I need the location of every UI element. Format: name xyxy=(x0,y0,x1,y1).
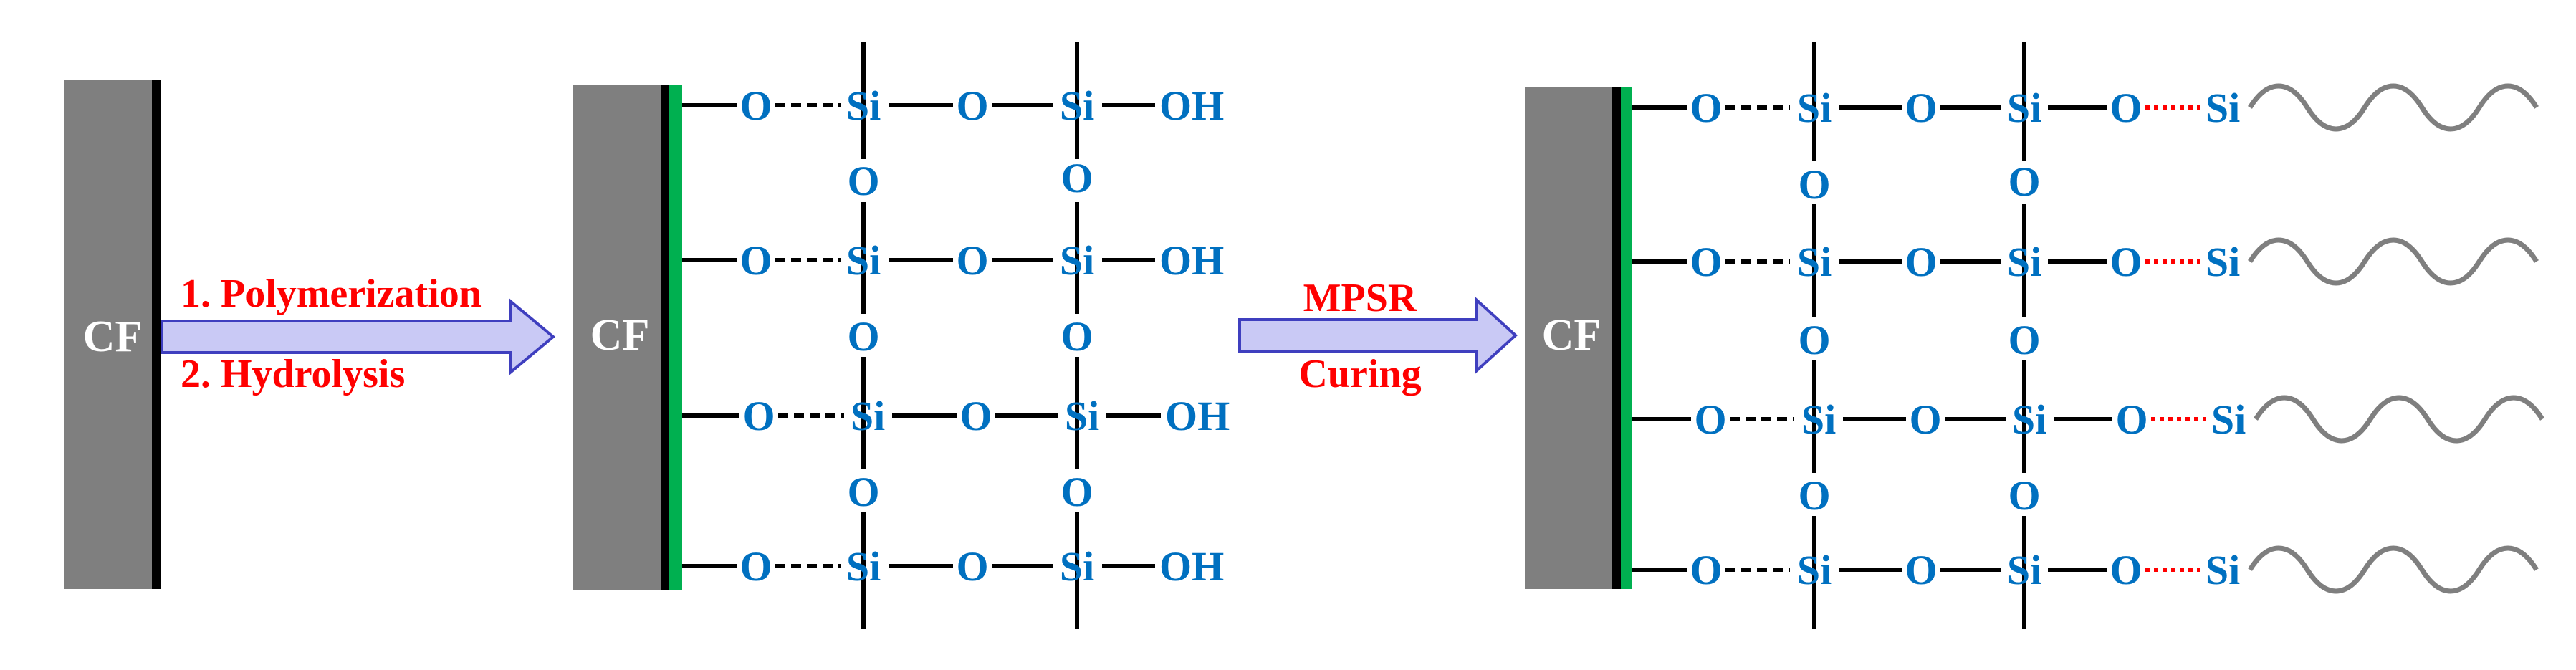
resin-silicon-atom: Si xyxy=(2206,85,2240,131)
cured-row-3: O Si O Si O Si xyxy=(1632,396,2542,443)
hydroxyl-group: OH xyxy=(1159,82,1224,129)
silicon-atom: Si xyxy=(851,393,885,439)
arrow-2: MPSR Curing xyxy=(1238,276,1518,396)
silicon-atom: Si xyxy=(2007,85,2041,131)
oxygen-atom: O xyxy=(1798,161,1830,208)
silicon-atom: Si xyxy=(1065,393,1099,439)
resin-chain xyxy=(2250,86,2537,129)
hydroxyl-group: OH xyxy=(1159,237,1224,284)
carbon-fiber-block xyxy=(64,80,156,589)
silicon-atom: Si xyxy=(846,237,881,284)
oxygen-atom: O xyxy=(847,313,879,360)
siloxane-row-2: O Si O Si OH xyxy=(682,237,1224,284)
oxygen-atom: O xyxy=(1905,85,1937,131)
arrow-1: 1. Polymerization 2. Hydrolysis xyxy=(161,272,556,396)
resin-silicon-atom: Si xyxy=(2206,547,2240,593)
silicon-atom: Si xyxy=(846,82,881,129)
carbon-fiber-block xyxy=(1525,87,1617,589)
fiber-label: CF xyxy=(1542,311,1601,360)
oxygen-atom: O xyxy=(2110,85,2142,131)
resin-chain xyxy=(2250,240,2537,283)
resin-silicon-atom: Si xyxy=(2211,396,2246,443)
silicon-atom: Si xyxy=(1060,82,1094,129)
silicon-atom: Si xyxy=(2012,396,2046,443)
fiber-surface-edge xyxy=(1612,87,1621,589)
silicon-atom: Si xyxy=(1797,547,1832,593)
cured-row-4: O Si O Si O Si xyxy=(1632,547,2537,593)
resin-chain xyxy=(2256,398,2542,441)
oxygen-atom: O xyxy=(1690,239,1722,285)
silicon-atom: Si xyxy=(846,543,881,590)
bridging-oxygens: O O O O O O xyxy=(846,155,1095,515)
oxygen-atom: O xyxy=(1060,469,1093,515)
oxygen-atom: O xyxy=(1798,317,1830,363)
cured-row-1: O Si O Si O Si xyxy=(1632,85,2537,131)
fiber-label: CF xyxy=(590,311,650,360)
oxygen-atom: O xyxy=(956,543,988,590)
oxygen-atom: O xyxy=(1690,547,1722,593)
hydroxyl-group: OH xyxy=(1165,393,1230,439)
oxygen-atom: O xyxy=(2008,158,2040,205)
reaction-arrow-2 xyxy=(1238,296,1518,375)
oxygen-atom: O xyxy=(1905,547,1937,593)
oxygen-atom: O xyxy=(956,237,988,284)
step-polymerization-label: 1. Polymerization xyxy=(181,272,482,316)
oxygen-atom: O xyxy=(1798,472,1830,519)
silicon-atom: Si xyxy=(1797,239,1832,285)
hydroxyl-group: OH xyxy=(1159,543,1224,590)
oxygen-atom: O xyxy=(2110,547,2142,593)
carbon-fiber-block xyxy=(573,85,665,590)
stage-3-cured-interface: CF O Si O Si O Si O Si xyxy=(1525,42,2542,629)
oxygen-atom: O xyxy=(847,469,879,515)
oxygen-atom: O xyxy=(742,393,775,439)
fiber-label: CF xyxy=(83,312,143,361)
resin-silicon-atom: Si xyxy=(2206,239,2240,285)
step-mpsr-label: MPSR xyxy=(1303,276,1417,320)
bridging-oxygens: O O O O O O xyxy=(1796,158,2042,519)
silicon-atom: Si xyxy=(1797,85,1832,131)
oxygen-atom: O xyxy=(1690,85,1722,131)
oxygen-atom: O xyxy=(2110,239,2142,285)
stage-1-bare-fiber: CF xyxy=(64,80,161,589)
oxygen-atom: O xyxy=(1060,313,1093,360)
fiber-surface-edge xyxy=(152,80,161,589)
silicon-atom: Si xyxy=(1801,396,1836,443)
oxygen-atom: O xyxy=(847,158,879,204)
stage-2-coated-fiber: CF O Si O Si OH O Si O Si OH xyxy=(573,42,1230,629)
oxygen-atom: O xyxy=(959,393,992,439)
silicon-atom: Si xyxy=(1060,237,1094,284)
silicon-atom: Si xyxy=(2007,547,2041,593)
siloxane-row-4: O Si O Si OH xyxy=(682,543,1224,590)
resin-chain xyxy=(2250,548,2537,591)
silane-coating-layer xyxy=(669,85,682,590)
siloxane-row-3: O Si O Si OH xyxy=(682,393,1230,439)
oxygen-atom: O xyxy=(1694,396,1726,443)
silicon-atom: Si xyxy=(1060,543,1094,590)
silicon-atom: Si xyxy=(2007,239,2041,285)
siloxane-row-1: O Si O Si OH xyxy=(682,82,1224,129)
oxygen-atom: O xyxy=(1909,396,1941,443)
fiber-surface-edge xyxy=(661,85,669,590)
oxygen-atom: O xyxy=(2008,317,2040,363)
oxygen-atom: O xyxy=(956,82,988,129)
oxygen-atom: O xyxy=(2115,396,2148,443)
cured-row-2: O Si O Si O Si xyxy=(1632,239,2537,285)
oxygen-atom: O xyxy=(2008,472,2040,519)
step-curing-label: Curing xyxy=(1298,352,1421,396)
oxygen-atom: O xyxy=(739,237,772,284)
reaction-arrow-1 xyxy=(161,297,556,376)
oxygen-atom: O xyxy=(1905,239,1937,285)
oxygen-atom: O xyxy=(739,543,772,590)
silane-coating-layer xyxy=(1621,87,1632,589)
oxygen-atom: O xyxy=(1060,155,1093,201)
step-hydrolysis-label: 2. Hydrolysis xyxy=(181,352,405,396)
oxygen-atom: O xyxy=(739,82,772,129)
